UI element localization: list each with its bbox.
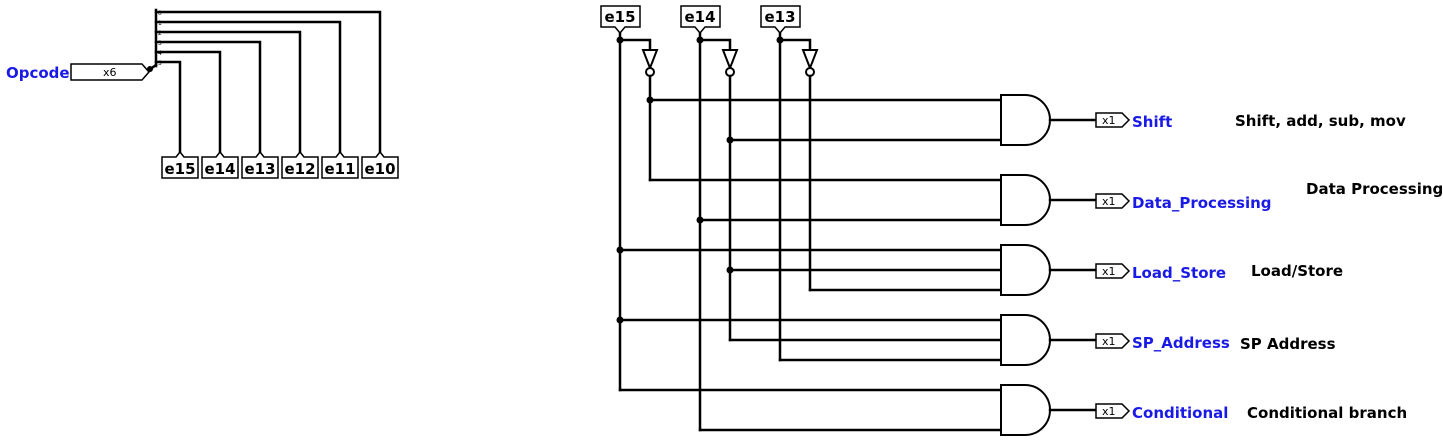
decoder-circuit: e15 e14 e13: [600, 5, 1443, 436]
tunnel-e11-label: e11: [324, 160, 355, 178]
junction-dot: [646, 96, 654, 104]
splitter-bit-index: 0: [158, 10, 162, 17]
and-gate-shift[interactable]: [1000, 94, 1051, 146]
input-tunnel-e13[interactable]: [760, 5, 801, 35]
output-pin-sp-address[interactable]: x1: [1095, 333, 1131, 349]
tunnel-e14-label: e14: [204, 160, 235, 178]
tunnel-e10[interactable]: [361, 150, 399, 179]
tunnel-e13[interactable]: [241, 150, 279, 179]
junction-dot: [616, 36, 624, 44]
splitter-bit-index: 3: [158, 40, 162, 47]
and-gate-data-processing[interactable]: [1000, 174, 1051, 226]
comment-load-store: Load/Store: [1251, 262, 1343, 280]
splitter-wire-bit2: [154, 30, 302, 154]
input-tunnel-e15-label: e15: [604, 8, 635, 26]
output-label-conditional: Conditional: [1132, 404, 1228, 422]
splitter-bit-index: 1: [158, 20, 162, 27]
tunnel-e12[interactable]: [281, 150, 319, 179]
tunnel-e12-label: e12: [284, 160, 315, 178]
junction-dot: [726, 266, 734, 274]
output-label-load-store: Load_Store: [1132, 264, 1226, 282]
splitter-bit-index: 5: [158, 60, 162, 67]
comment-data-processing: Data Processing: [1306, 180, 1443, 198]
wire-e13-not-tap: [778, 38, 812, 52]
tunnel-e15-label: e15: [164, 160, 195, 178]
output-label-shift: Shift: [1132, 113, 1172, 131]
comment-sp-address: SP Address: [1240, 335, 1336, 353]
junction-dot: [726, 136, 734, 144]
splitter-wire-bit5: [154, 60, 182, 154]
and-gate-sp-address[interactable]: [1000, 314, 1051, 366]
and-gate-conditional[interactable]: [1000, 384, 1051, 436]
output-pin-load-store[interactable]: x1: [1095, 263, 1131, 279]
opcode-width-label: x6: [103, 66, 117, 79]
junction-dot: [776, 36, 784, 44]
wire-e14-not-tap: [698, 38, 732, 52]
tunnel-e10-label: e10: [364, 160, 395, 178]
splitter-wire-bit0: [154, 10, 382, 154]
splitter-wire-bit3: [154, 40, 262, 154]
splitter-bit-index: 4: [158, 50, 162, 57]
tunnel-e15[interactable]: [161, 150, 199, 179]
junction-dot: [616, 246, 624, 254]
output-pin-shift[interactable]: x1: [1095, 112, 1131, 128]
output-pin-data-processing[interactable]: x1: [1095, 193, 1131, 209]
comment-shift: Shift, add, sub, mov: [1235, 112, 1406, 130]
and-gate-load-store[interactable]: [1000, 244, 1051, 296]
splitter-wire-bit4: [154, 50, 222, 154]
output-pin-conditional[interactable]: x1: [1095, 403, 1131, 419]
junction-dot: [696, 36, 704, 44]
input-tunnel-e14[interactable]: [680, 5, 721, 35]
output-width-label: x1: [1102, 405, 1116, 418]
opcode-input-pin[interactable]: [70, 63, 150, 81]
output-width-label: x1: [1102, 195, 1116, 208]
tunnel-e14[interactable]: [201, 150, 239, 179]
output-width-label: x1: [1102, 265, 1116, 278]
comment-conditional: Conditional branch: [1247, 404, 1407, 422]
splitter-junction: [147, 66, 153, 72]
wire-e15-not-tap: [618, 38, 652, 52]
output-width-label: x1: [1102, 335, 1116, 348]
splitter-bit-index: 2: [158, 30, 162, 37]
not-gate-e13[interactable]: [801, 49, 819, 77]
output-label-sp-address: SP_Address: [1132, 334, 1230, 352]
junction-dot: [616, 316, 624, 324]
input-tunnel-e15[interactable]: [600, 5, 641, 35]
not-gate-e14[interactable]: [721, 49, 739, 77]
input-tunnel-e14-label: e14: [684, 8, 715, 26]
junction-dot: [696, 216, 704, 224]
not-gate-e15[interactable]: [641, 49, 659, 77]
input-tunnel-e13-label: e13: [764, 8, 795, 26]
opcode-input-label: Opcode: [6, 64, 70, 82]
tunnel-e11[interactable]: [321, 150, 359, 179]
output-width-label: x1: [1102, 114, 1116, 127]
tunnel-e13-label: e13: [244, 160, 275, 178]
opcode-splitter: Opcode x6 0 1 2 3 4 5 e15 e14 e13 e12 e1: [6, 8, 399, 179]
output-label-data-processing: Data_Processing: [1132, 194, 1272, 212]
splitter-wire-bit1: [154, 20, 342, 154]
